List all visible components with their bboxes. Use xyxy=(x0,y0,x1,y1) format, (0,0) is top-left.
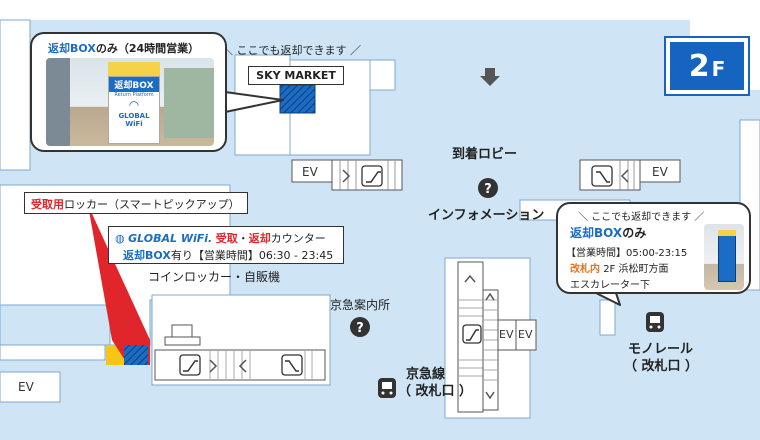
pickup-locker-tag: 受取用ロッカー（スマートピックアップ） xyxy=(24,192,248,214)
escalator-icon xyxy=(179,354,201,376)
ev-label: EV xyxy=(499,328,514,341)
floor-badge: 2 F xyxy=(664,36,750,96)
wifi-icon: ◠ xyxy=(128,98,140,112)
locker-label: ロッカー（スマートピックアップ） xyxy=(64,198,240,211)
return-box-callout-top: 返却BOXのみ（24時間営業） 返却BOX Return Platform ◠ … xyxy=(30,32,227,152)
svg-text:?: ? xyxy=(356,321,364,336)
keikyu-info-label: 京急案内所 xyxy=(330,298,391,312)
callout-right-escalator: エスカレーター下 xyxy=(570,280,650,291)
return-here-right: ＼ ここでも返却できます ／ xyxy=(578,212,705,223)
callout-top-title: 返却BOXのみ（24時間営業） xyxy=(48,42,200,55)
floor-number: 2 xyxy=(688,48,710,84)
information-icon xyxy=(350,317,370,337)
ev-label: EV xyxy=(518,328,533,341)
return-here-top: ＼ ここでも返却できます ／ xyxy=(222,44,361,57)
escalator-icon xyxy=(361,165,383,187)
return-box-callout-right: ＼ ここでも返却できます ／ 返却BOXのみ 【営業時間】05:00-23:15… xyxy=(556,202,751,294)
coin-locker-label: コインロッカー・自販機 xyxy=(148,270,281,284)
counter-tag: ◍ GLOBAL WiFi. 受取・返却カウンター 返却BOX有り【営業時間】0… xyxy=(108,226,344,264)
monorail-label: モノレール xyxy=(628,342,694,357)
locker-pointer xyxy=(88,205,150,365)
callout-right-hours: 【営業時間】05:00-23:15 xyxy=(566,248,688,259)
return-box-photo: 返却BOX Return Platform ◠ GLOBAL WiFi xyxy=(46,58,214,146)
brand-label: GLOBAL WiFi. xyxy=(128,232,213,245)
ev-label: EV xyxy=(302,165,318,179)
information-icon xyxy=(478,178,498,198)
return-box-unit: 返却BOX Return Platform ◠ GLOBAL WiFi xyxy=(108,76,160,144)
keikyu-line-label: 京急線 xyxy=(406,367,446,382)
ev-label: EV xyxy=(18,380,34,394)
sky-market-label: SKY MARKET xyxy=(256,69,336,82)
arrow-icon xyxy=(342,169,351,183)
ev-label: EV xyxy=(652,165,668,179)
callout-right-title: 返却BOXのみ xyxy=(570,226,647,240)
sky-market-sign: SKY MARKET xyxy=(248,66,344,85)
floor-suffix: F xyxy=(711,57,726,81)
arrow-icon xyxy=(485,292,495,301)
monorail-gate-label: （ 改札口 ） xyxy=(624,359,699,374)
information-label: インフォメーション xyxy=(428,208,545,223)
sky-market-return-box xyxy=(279,84,316,114)
down-arrow-icon xyxy=(480,68,500,86)
escalator-icon xyxy=(462,324,482,344)
pickup-label: 受取用 xyxy=(31,198,64,211)
arrival-lobby-label: 到着ロビー xyxy=(452,147,518,162)
arrow-icon xyxy=(620,169,629,183)
arrow-icon xyxy=(485,391,495,400)
svg-text:?: ? xyxy=(484,182,492,197)
arrow-icon xyxy=(464,274,476,283)
return-box-photo-right xyxy=(704,224,744,290)
keikyu-gate-label: （ 改札口 ） xyxy=(398,384,473,399)
globe-icon: ◍ xyxy=(115,232,125,245)
callout-right-location: 改札内 2F 浜松町方面 xyxy=(570,264,669,275)
